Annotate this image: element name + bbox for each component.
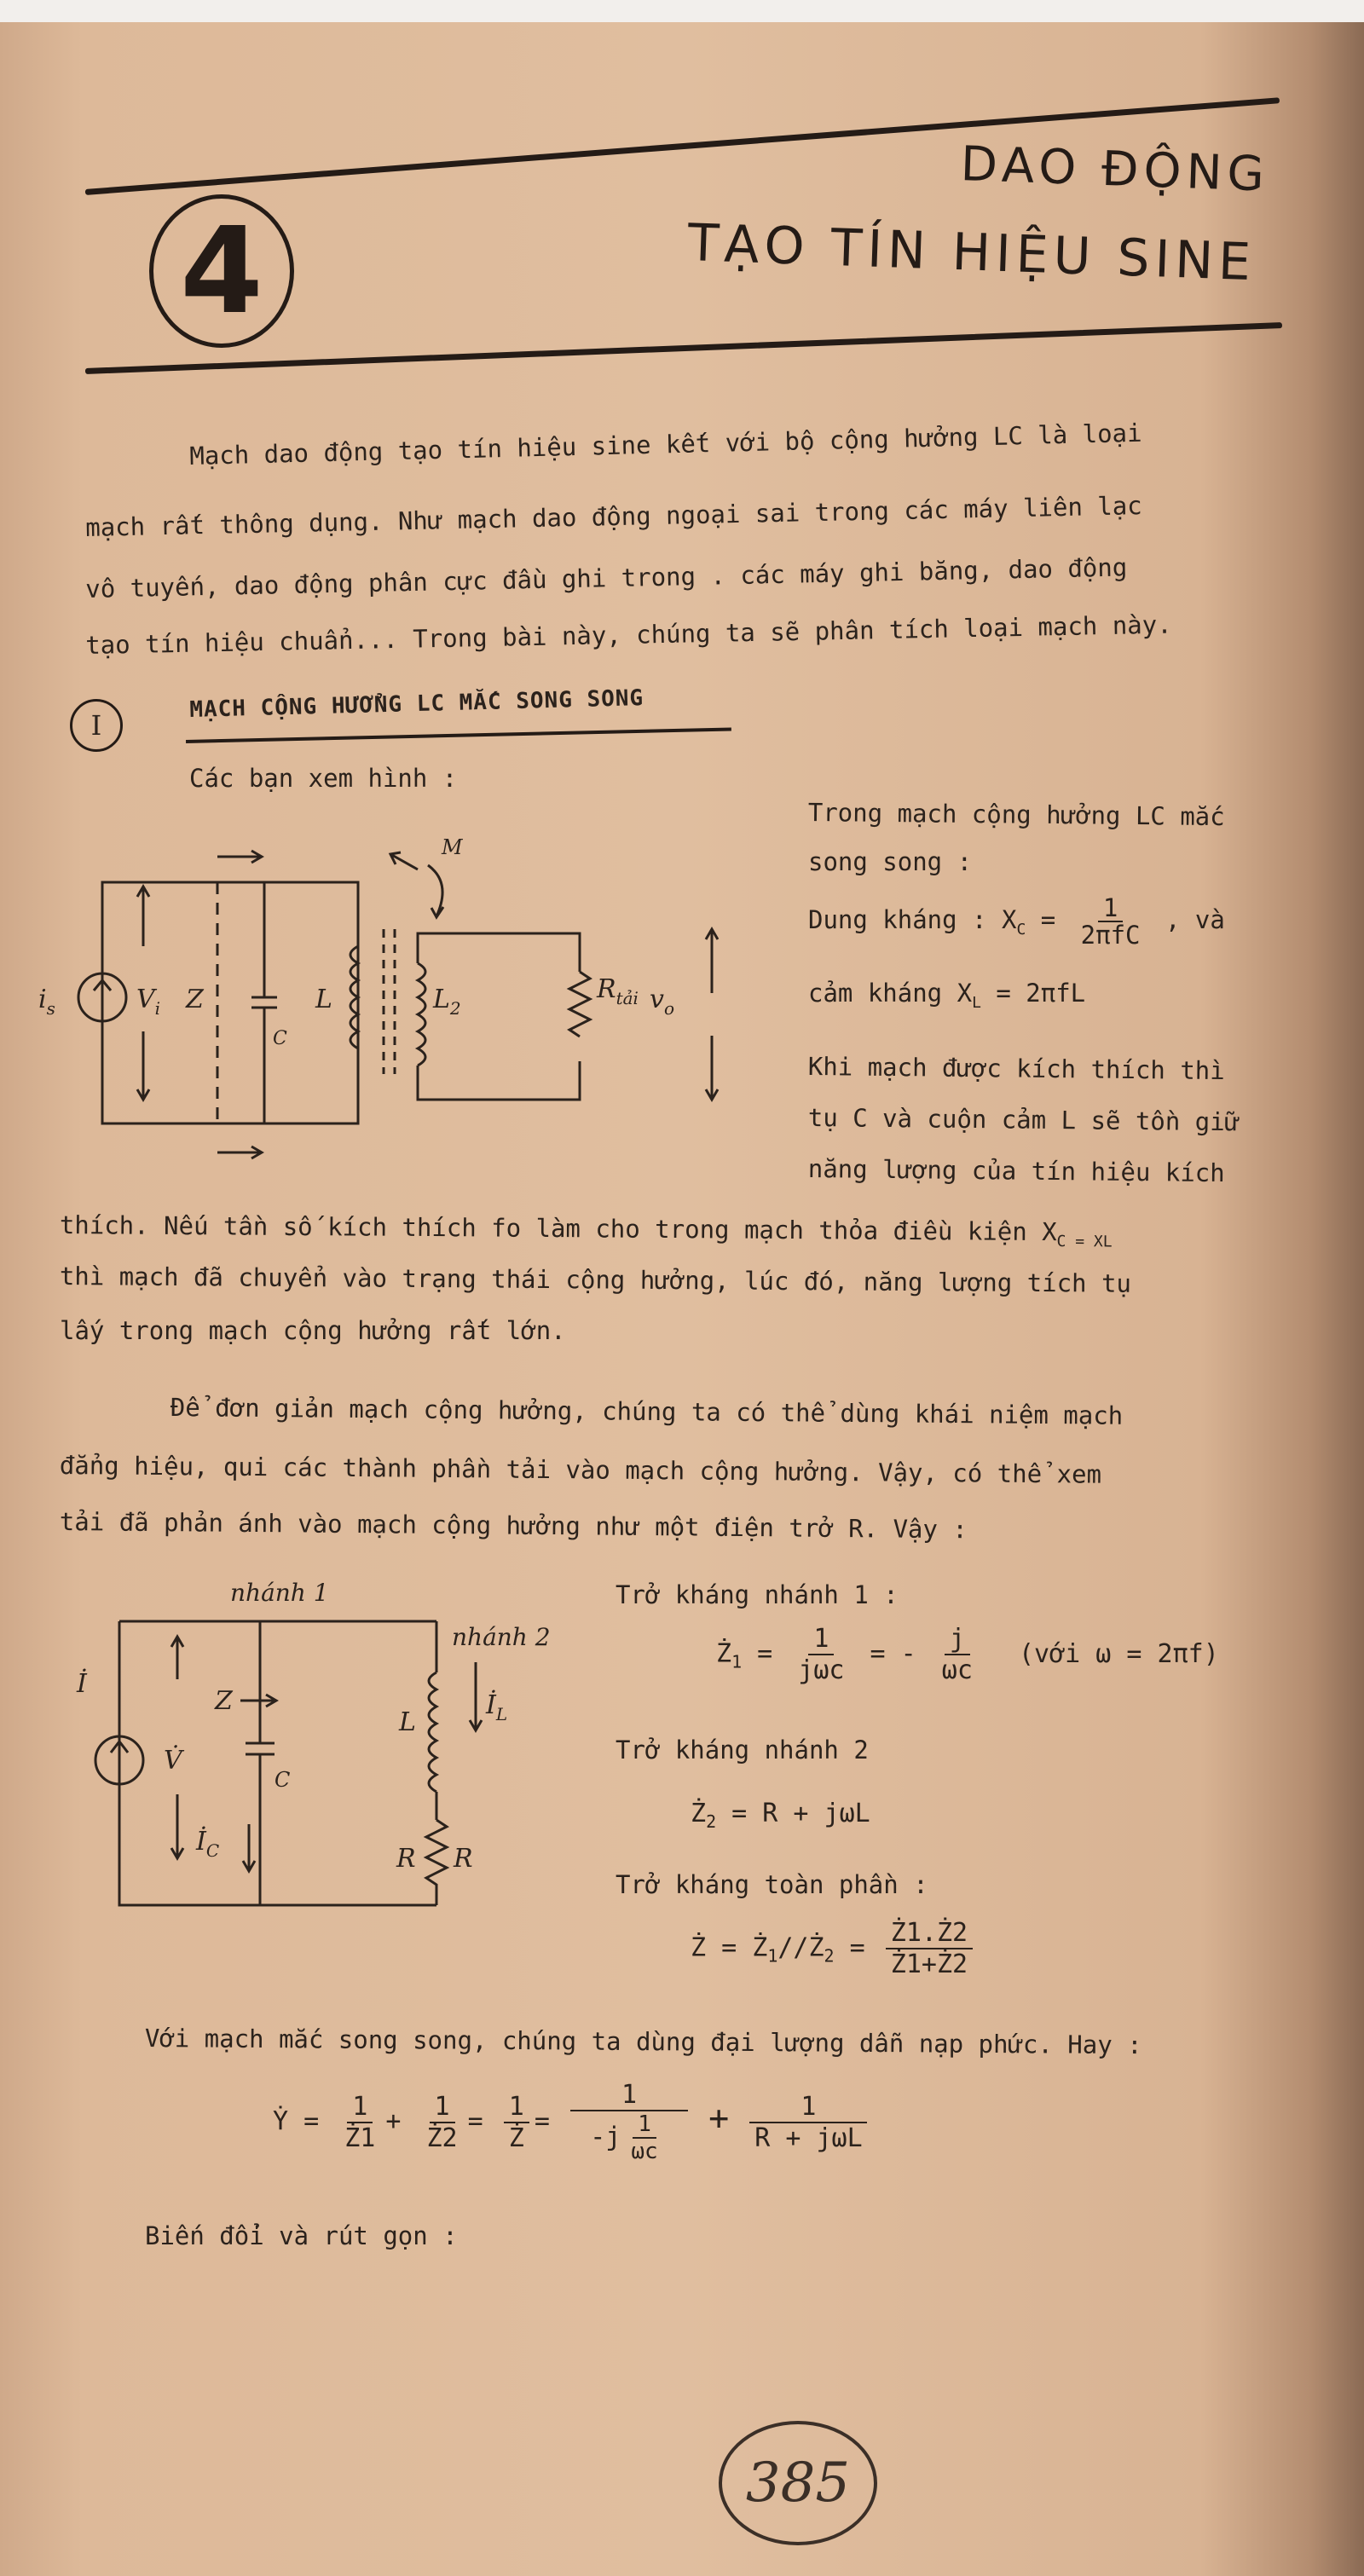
capacitor-icon bbox=[251, 882, 277, 1123]
admittance-intro: Với mạch mắc song song, chúng ta dùng đạ… bbox=[144, 2024, 1142, 2060]
see-figure-text: Các bạn xem hình : bbox=[189, 764, 458, 793]
figure2-circuit: nhánh 1 nhánh 2 İ V̇ Z C İC L İL R R bbox=[76, 1579, 551, 1907]
fig1-c-label: C bbox=[273, 1028, 287, 1049]
fig2-i-label: İ bbox=[76, 1668, 88, 1699]
z2-equation: Ż2 = R + jωL bbox=[691, 1799, 870, 1832]
fig1-vi-label: Vi bbox=[136, 985, 160, 1019]
simplify-text: Biến đổi và rút gọn : bbox=[145, 2221, 458, 2250]
fig2-branch2-label: nhánh 2 bbox=[452, 1623, 551, 1651]
fig2-r-right-label: R bbox=[453, 1844, 473, 1874]
lc-text-1: Trong mạch cộng hưởng LC mắc bbox=[807, 798, 1225, 832]
fig2-il-label: İL bbox=[485, 1689, 507, 1724]
fig1-l-label: L bbox=[315, 985, 332, 1014]
fig2-v-label: V̇ bbox=[164, 1746, 185, 1776]
fig1-l2-label: L2 bbox=[432, 985, 461, 1019]
fig2-branch1-label: nhánh 1 bbox=[230, 1579, 329, 1607]
fig1-vo-label: vo bbox=[650, 985, 674, 1019]
current-source-icon bbox=[77, 972, 128, 1023]
fig1-is-label: is bbox=[38, 985, 55, 1019]
fig2-frame bbox=[118, 1620, 436, 1907]
total-title: Trở kháng toàn phần : bbox=[616, 1870, 928, 1899]
lc-text-5: Khi mạch được kích thích thì bbox=[807, 1052, 1225, 1086]
fig2-ic-label: İC bbox=[195, 1826, 219, 1861]
page-number: 385 bbox=[719, 2421, 877, 2545]
lc-text-2: song song : bbox=[808, 847, 973, 876]
cont-line-3: lấy trong mạch cộng hưởng rất lớn. bbox=[60, 1316, 566, 1345]
section-number: I bbox=[70, 699, 123, 752]
fig2-z-label: Z bbox=[214, 1686, 234, 1716]
branch2-title: Trở kháng nhánh 2 bbox=[616, 1736, 869, 1765]
figure1-circuit: is Vi Z C L M L2 Rtải vo bbox=[38, 835, 720, 1160]
cont-line-1: thích. Nếu tần số kích thích fo làm cho … bbox=[59, 1210, 1113, 1251]
fig2-c-label: C bbox=[275, 1768, 290, 1792]
inductor-l-icon bbox=[349, 944, 361, 1050]
para2-line-3: tải đã phản ánh vào mạch cộng hưởng như … bbox=[59, 1507, 968, 1545]
load-resistor-icon bbox=[566, 970, 593, 1038]
chapter-number: 4 bbox=[149, 194, 294, 348]
fig2-current-source-icon bbox=[94, 1735, 145, 1786]
fig1-m-label: M bbox=[441, 835, 464, 859]
fig1-frame bbox=[101, 881, 360, 1125]
fig2-inductor-icon bbox=[427, 1671, 440, 1793]
branch1-title: Trở kháng nhánh 1 : bbox=[616, 1580, 899, 1609]
lc-text-6: tụ C và cuộn cảm L sẽ tồn giữ bbox=[807, 1103, 1240, 1137]
fig2-capacitor-icon bbox=[246, 1621, 275, 1905]
inductor-l2-icon bbox=[414, 962, 427, 1067]
cont-line-2: thì mạch đã chuyển vào trạng thái cộng h… bbox=[59, 1262, 1132, 1298]
fig1-z-label: Z bbox=[185, 985, 205, 1014]
fig2-l-label: L bbox=[398, 1707, 416, 1737]
fig1-r-label: Rtải bbox=[596, 974, 639, 1008]
lc-text-7: năng lượng của tín hiệu kích bbox=[807, 1154, 1225, 1188]
xl-formula: cảm kháng XL = 2πfL bbox=[808, 979, 1086, 1012]
fig2-resistor-icon bbox=[423, 1818, 450, 1905]
fig2-r-left-label: R bbox=[396, 1844, 416, 1874]
chapter-title-line1: DAO ĐỘNG bbox=[959, 136, 1270, 203]
top-strip bbox=[0, 0, 1364, 22]
